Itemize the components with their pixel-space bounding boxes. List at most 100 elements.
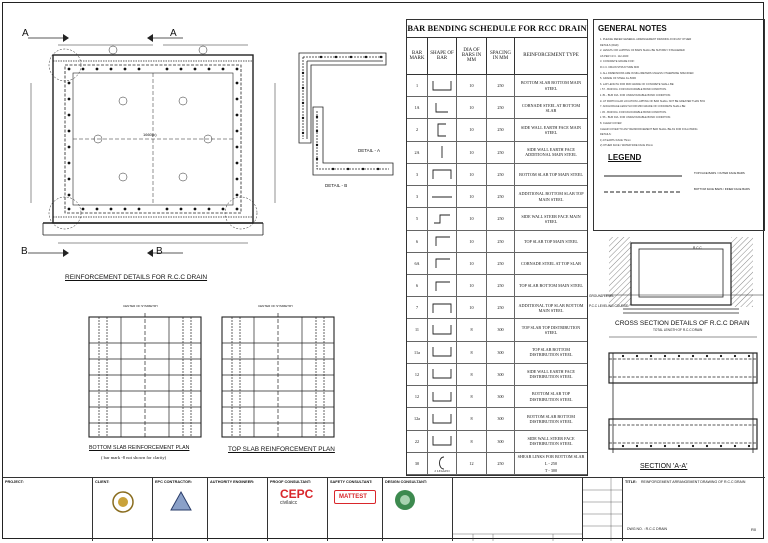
schedule-cell-mark: 30 [407, 452, 428, 474]
note-line: AS PER I.R.C. 112-2020 [600, 54, 629, 58]
tb-design-label: DESIGN CONSULTANT: [385, 480, 428, 484]
pcc-label: P.C.C LEVELING COURSE [589, 304, 629, 308]
schedule-type-text: BOTTOM SLAB BOTTOM DISTRIBUTION STEEL [526, 413, 575, 424]
bottom-plan-note: ( bar mark -8 not shown for clarity) [101, 455, 167, 460]
detail-b-drawing [312, 106, 394, 176]
schedule-cell-mark: 6 [407, 275, 428, 297]
schedule-cell-shape [428, 97, 457, 119]
bottom-plan-symmetry: CENTER OF SYMMETRY [123, 304, 159, 308]
schedule-cell-shape [428, 275, 457, 297]
section-mark-b-right: B [156, 246, 163, 257]
schedule-cell-type: BOTTOM SLAB TOP DISTRIBUTION STEEL [515, 386, 587, 407]
client-emblem-icon [112, 491, 134, 513]
schedule-cell-shape [428, 297, 457, 319]
note-line: 2. LENGTH OR LAPPING OF BARS SHALL BE SU… [600, 49, 685, 53]
schedule-type-text: TOP SLAB BOTTOM DISTRIBUTION STEEL [529, 347, 573, 358]
schedule-type-extra: T - 300 [544, 468, 558, 473]
note-line: 1) AT EARTH FACE 75mm [600, 138, 631, 142]
tb-safety-label: SAFETY CONSULTANT: [330, 480, 373, 484]
schedule-cell-dia: 10 [457, 119, 487, 141]
schedule-cell-mark: 12 [407, 363, 428, 386]
schedule-type-text: TOP SLAB TOP DISTRIBUTION STEEL [521, 324, 581, 336]
detail-a-label: DETAIL - A [358, 148, 381, 153]
schedule-cell-spacing: 250 [487, 208, 515, 230]
schedule-cell-spacing: 250 [487, 97, 515, 119]
schedule-cell-mark: 7 [407, 297, 428, 319]
drawing-title: REINFORCEMENT ARRANGEMENT DRAWING OF R.C… [641, 480, 746, 484]
schedule-cell-type: SIDE WALL EARTH FACE ADDITIONAL MAIN STE… [515, 142, 587, 163]
tb-client: CLIENT: [93, 478, 153, 541]
note-line: 7. ANCHORAGE LENGTH FOR M30 GRADE OF CON… [600, 105, 686, 109]
schedule-header-type: REINFORCEMENT TYPE [515, 37, 587, 75]
tb-epc-label: EPC CONTRACTOR: [155, 480, 193, 484]
schedule-cell-spacing: 250 [487, 75, 515, 97]
schedule-cell-dia: 12 [457, 452, 487, 474]
top-plan-caption: TOP SLAB REINFORCEMENT PLAN [228, 446, 335, 453]
schedule-cell-mark: 22 [407, 430, 428, 452]
section-mark-b-left: B [21, 246, 28, 257]
schedule-cell-spacing: 300 [487, 341, 515, 363]
cross-section-drawing [603, 237, 763, 314]
schedule-cell-dia: 10 [457, 297, 487, 319]
note-line: i. 45 - BUR DIA. FOR FAVOURABLE BOND CON… [600, 110, 667, 114]
revision-grid [453, 533, 583, 541]
note-line: 4. ALL DIMENSIONS ARE IN MILLIMETERS UNL… [600, 71, 694, 75]
tb-proof-label: PROOF CONSULTANT: [270, 480, 311, 484]
schedule-header-spacing: SPACING IN MM [487, 37, 515, 75]
schedule-cell-spacing: 300 [487, 430, 515, 452]
schedule-cell-shape [428, 319, 457, 341]
inner-dimension-label: 1660(c) [143, 132, 157, 137]
tb-project: PROJECT: [3, 478, 93, 541]
schedule-cell-dia: 8 [457, 430, 487, 452]
schedule-cell-dia: 10 [457, 252, 487, 274]
schedule-cell-type: CORNADE STEEL AT TOP SLAB [515, 253, 587, 274]
tb-title: TITLE: REINFORCEMENT ARRANGEMENT DRAWING… [623, 478, 765, 541]
tb-safety: SAFETY CONSULTANT: MATTEST [328, 478, 383, 541]
bar-shape-icon [432, 369, 452, 379]
schedule-cell-shape [428, 230, 457, 252]
schedule-type-text: CORNADE STEEL AT TOP SLAB [521, 260, 581, 266]
schedule-cell-type: SIDE WALL EARTH FACE DISTRIBUTION STEEL [515, 364, 587, 385]
schedule-cell-shape [428, 430, 457, 452]
bar-shape-icon [432, 196, 452, 198]
epc-logo-icon [170, 490, 192, 511]
schedule-type-text: ADDITIONAL BOTTOM SLAB TOP MAIN STEEL [518, 191, 584, 202]
schedule-type-text: BOTTOM SLAB TOP DISTRIBUTION STEEL [529, 391, 573, 402]
section-mark-a-left: A [22, 28, 29, 39]
schedule-cell-spacing: 250 [487, 452, 515, 474]
schedule-cell-mark: 3 [407, 163, 428, 186]
schedule-cell-mark: 5 [407, 208, 428, 230]
schedule-cell-shape [428, 141, 457, 163]
bar-shape-icon [432, 436, 452, 446]
schedule-cell-spacing: 300 [487, 319, 515, 341]
bar-shape-icon [434, 214, 450, 224]
bar-shape-icon [435, 102, 448, 113]
note-line: iii. AT PARTICULAR LOCATION LAPPING OF B… [600, 99, 706, 103]
schedule-cell-dia: 10 [457, 97, 487, 119]
signature-grid [583, 478, 623, 541]
bar-shape-icon [432, 170, 452, 180]
ground-level-label: GROUND LEVEL [589, 294, 614, 298]
schedule-cell-mark: 3 [407, 186, 428, 208]
schedule-cell-type: TOP SLAB TOP DISTRIBUTION STEEL [515, 319, 587, 340]
schedule-cell-dia: 10 [457, 208, 487, 230]
schedule-cell-type: TOP SLAB BOTTOM MAIN STEEL [515, 275, 587, 296]
title-block: PROJECT: CLIENT: EPC CONTRACTOR: AUTHORI… [3, 477, 765, 541]
schedule-cell-mark: 11a [407, 341, 428, 363]
bar-bending-schedule: BAR BENDING SCHEDULE FOR RCC DRAIN BAR M… [406, 19, 588, 476]
tb-client-label: CLIENT: [95, 480, 110, 484]
section-mark-a-right: A [170, 28, 177, 39]
schedule-cell-shape [428, 163, 457, 186]
schedule-type-text: SIDE WALL STEER FACE DISTRIBUTION STEEL [527, 435, 575, 447]
schedule-cell-mark: 6A [407, 252, 428, 274]
tb-authority-label: AUTHORITY ENGINEER: [210, 480, 255, 484]
schedule-cell-mark: 2 [407, 119, 428, 141]
